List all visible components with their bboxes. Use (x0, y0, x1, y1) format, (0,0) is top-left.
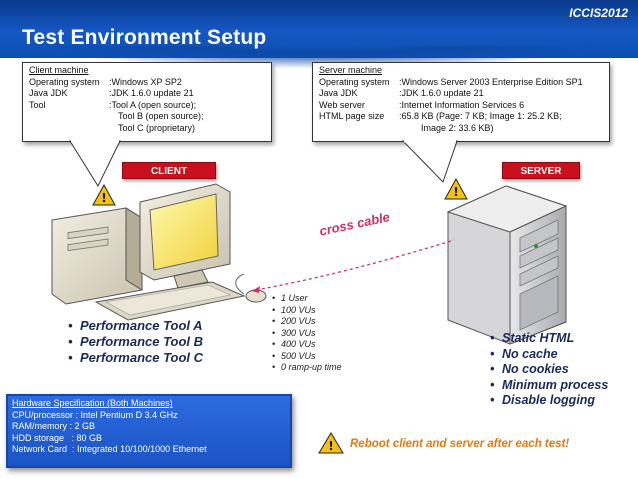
list-item: Performance Tool A (68, 318, 203, 334)
load-settings-list: 1 User 100 VUs 200 VUs 300 VUs 400 VUs 5… (272, 293, 342, 374)
server-callout-heading: Server machine (319, 65, 383, 75)
server-row: Web server : Internet Information Servic… (319, 99, 525, 110)
list-item: Performance Tool B (68, 334, 203, 350)
client-callout-heading: Client machine (29, 65, 89, 75)
hardware-spec-box: Hardware Specification (Both Machines) C… (6, 394, 292, 468)
list-item: Disable logging (490, 393, 608, 409)
client-callout: Client machine Operating system : Window… (22, 62, 272, 142)
list-item: 500 VUs (272, 351, 342, 363)
client-warning-glyph: ! (101, 191, 106, 205)
server-warning-icon: ! (444, 178, 468, 200)
client-computer-illustration (51, 183, 267, 321)
cross-cable-label: cross cable (318, 209, 392, 239)
header-banner: ICCIS2012 Test Environment Setup (0, 0, 638, 68)
server-tower-illustration (446, 185, 568, 345)
client-row: Tool C (proprietary) (118, 122, 196, 133)
list-item: 0 ramp-up time (272, 362, 342, 374)
hardware-spec-heading: Hardware Specification (Both Machines) (12, 398, 173, 408)
server-row: HTML page size : 65.8 KB (Page: 7 KB; Im… (319, 111, 562, 121)
list-item: 300 VUs (272, 328, 342, 340)
list-item: No cookies (490, 362, 608, 378)
list-item: Performance Tool C (68, 350, 203, 366)
hardware-row: CPU/processor : Intel Pentium D 3.4 GHz (12, 409, 178, 420)
list-item: 100 VUs (272, 305, 342, 317)
client-tag: CLIENT (122, 162, 216, 179)
list-item: Static HTML (490, 331, 608, 347)
conference-label: ICCIS2012 (569, 6, 628, 20)
cross-cable-line (252, 239, 455, 293)
list-item: Minimum process (490, 378, 608, 394)
reboot-warning-glyph: ! (328, 439, 333, 453)
client-warning-icon: ! (92, 184, 116, 206)
client-row: Tool B (open source); (118, 111, 204, 121)
server-settings-list: Static HTML No cache No cookies Minimum … (490, 331, 608, 409)
client-row: Tool : Tool A (open source); (29, 99, 197, 110)
server-row: Image 2: 33.6 KB) (421, 122, 494, 133)
list-item: 400 VUs (272, 339, 342, 351)
server-row: Operating system : Windows Server 2003 E… (319, 76, 583, 87)
client-row: Operating system : Windows XP SP2 (29, 76, 182, 87)
server-tag: SERVER (502, 162, 580, 179)
list-item: 1 User (272, 293, 342, 305)
reboot-warning-icon: ! (318, 432, 344, 454)
list-item: No cache (490, 347, 608, 363)
hardware-row: RAM/memory : 2 GB (12, 421, 96, 431)
server-callout: Server machine Operating system : Window… (312, 62, 610, 142)
page-title: Test Environment Setup (22, 26, 267, 49)
hardware-row: Network Card : Integrated 10/100/1000 Et… (12, 444, 207, 454)
hardware-row: HDD storage : 80 GB (12, 432, 103, 443)
server-row: Java JDK : JDK 1.6.0 update 21 (319, 88, 484, 98)
client-row: Java JDK : JDK 1.6.0 update 21 (29, 88, 194, 98)
list-item: 200 VUs (272, 316, 342, 328)
server-callout-tail (401, 140, 458, 183)
server-warning-glyph: ! (453, 185, 458, 199)
reboot-note: Reboot client and server after each test… (350, 438, 570, 450)
client-callout-tail (69, 140, 121, 188)
client-tools-list: Performance Tool A Performance Tool B Pe… (68, 318, 203, 366)
